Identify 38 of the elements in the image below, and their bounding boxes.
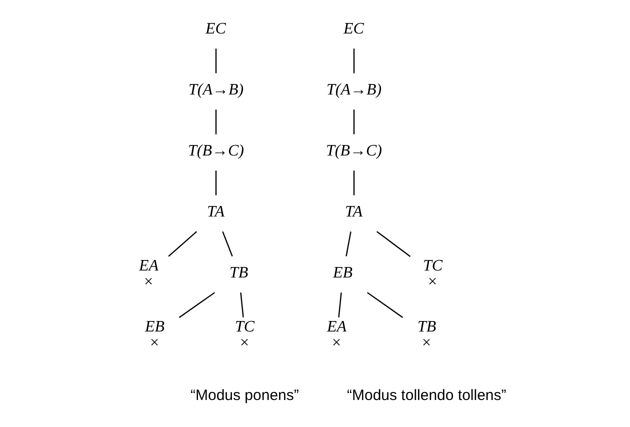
node-label: × [422, 334, 432, 352]
node-label: × [144, 273, 154, 290]
node-text: T(B→C) [326, 142, 382, 160]
label: “Modus ponens” [190, 387, 299, 404]
connector [346, 231, 352, 256]
node-text: EC [206, 20, 226, 38]
node-label: × [150, 334, 160, 352]
connector [353, 110, 355, 134]
connector [338, 292, 342, 318]
connector [376, 231, 411, 257]
connector [353, 48, 355, 74]
connector [168, 231, 198, 257]
node-text: EA [327, 318, 347, 336]
node-text: TC [235, 318, 255, 336]
node-text: EB [333, 264, 353, 282]
node-text: TA [207, 203, 224, 220]
node-text: T(A→B) [326, 81, 382, 98]
connector [353, 170, 355, 196]
node-text: EB [145, 318, 165, 336]
node-label: × [240, 334, 250, 352]
node-text: TB [418, 318, 436, 336]
node-text: T(B→C) [188, 142, 244, 160]
connector [215, 110, 217, 134]
label: “Modus tollendo tollens” [347, 387, 506, 404]
node-text: TB [230, 264, 248, 282]
connector [366, 292, 404, 318]
node-label: × [428, 273, 438, 290]
node-label: × [332, 334, 342, 352]
node-text: TA [345, 203, 362, 220]
connector [222, 231, 233, 256]
node-text: T(A→B) [188, 81, 244, 98]
node-text: TC [423, 257, 443, 274]
connector [240, 292, 244, 318]
connector [215, 48, 217, 74]
node-text: EC [344, 20, 364, 38]
connector [178, 292, 216, 318]
node-text: EA [139, 257, 159, 274]
connector [215, 170, 217, 196]
